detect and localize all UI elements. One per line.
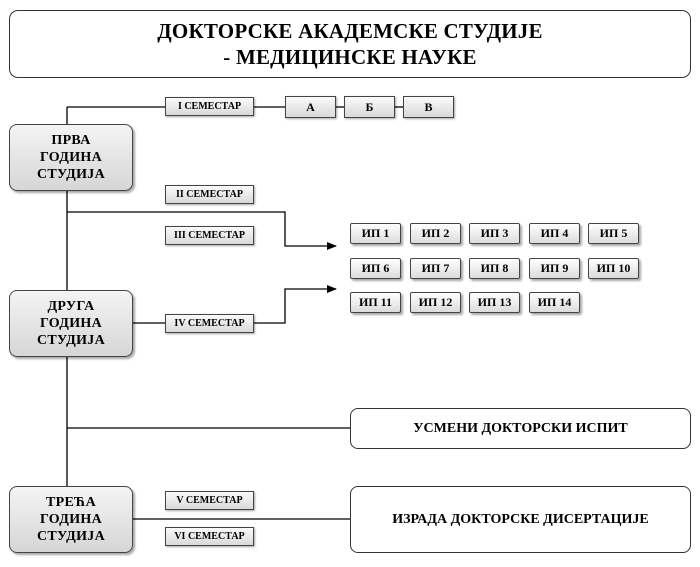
semester-4[interactable]: IV СЕМЕСТАР <box>165 314 254 333</box>
semester-1[interactable]: I СЕМЕСТАР <box>165 97 254 116</box>
year-3-box[interactable]: ТРЕЋА ГОДИНА СТУДИЈА <box>9 486 133 553</box>
ip-course-8[interactable]: ИП 8 <box>469 258 520 279</box>
ip-course-12[interactable]: ИП 12 <box>410 292 461 313</box>
semester-5[interactable]: V СЕМЕСТАР <box>165 491 254 510</box>
dissertation-box[interactable]: ИЗРАДА ДОКТОРСКЕ ДИСЕРТАЦИЈЕ <box>350 486 691 553</box>
ip-course-13[interactable]: ИП 13 <box>469 292 520 313</box>
ip-course-9[interactable]: ИП 9 <box>529 258 580 279</box>
year-1-box[interactable]: ПРВА ГОДИНА СТУДИЈА <box>9 124 133 191</box>
ip-course-5[interactable]: ИП 5 <box>588 223 639 244</box>
year-1-line-1: ПРВА <box>51 133 91 148</box>
ip-course-10[interactable]: ИП 10 <box>588 258 639 279</box>
module-v[interactable]: В <box>403 96 454 118</box>
arrow-upper <box>67 211 337 250</box>
ip-course-11[interactable]: ИП 11 <box>350 292 401 313</box>
ip-course-1[interactable]: ИП 1 <box>350 223 401 244</box>
year-2-line-2: ГОДИНА <box>39 316 103 331</box>
semester-2[interactable]: II СЕМЕСТАР <box>165 185 254 204</box>
year-3-line-2: ГОДИНА <box>39 512 103 527</box>
ip-course-4[interactable]: ИП 4 <box>529 223 580 244</box>
ip-course-14[interactable]: ИП 14 <box>529 292 580 313</box>
title-line-1: ДОКТОРСКЕ АКАДЕМСКЕ СТУДИЈЕ <box>157 19 543 43</box>
year-3-line-3: СТУДИЈА <box>36 529 106 544</box>
ip-course-2[interactable]: ИП 2 <box>410 223 461 244</box>
semester-3[interactable]: III СЕМЕСТАР <box>165 226 254 245</box>
ip-course-7[interactable]: ИП 7 <box>410 258 461 279</box>
year-1-line-2: ГОДИНА <box>39 150 103 165</box>
year-2-line-1: ДРУГА <box>47 299 95 314</box>
ip-course-6[interactable]: ИП 6 <box>350 258 401 279</box>
year-1-line-3: СТУДИЈА <box>36 167 106 182</box>
title-line-2: - МЕДИЦИНСКЕ НАУКЕ <box>223 45 477 69</box>
year-2-box[interactable]: ДРУГА ГОДИНА СТУДИЈА <box>9 290 133 357</box>
module-a[interactable]: А <box>285 96 336 118</box>
ip-course-3[interactable]: ИП 3 <box>469 223 520 244</box>
module-b[interactable]: Б <box>344 96 395 118</box>
semester-6[interactable]: VI СЕМЕСТАР <box>165 527 254 546</box>
year-3-line-1: ТРЕЋА <box>45 495 97 510</box>
year-2-line-3: СТУДИЈА <box>36 333 106 348</box>
oral-exam-box[interactable]: УСМЕНИ ДОКТОРСКИ ИСПИТ <box>350 408 691 449</box>
page-title: ДОКТОРСКЕ АКАДЕМСКЕ СТУДИЈЕ - МЕДИЦИНСКЕ… <box>9 10 691 78</box>
